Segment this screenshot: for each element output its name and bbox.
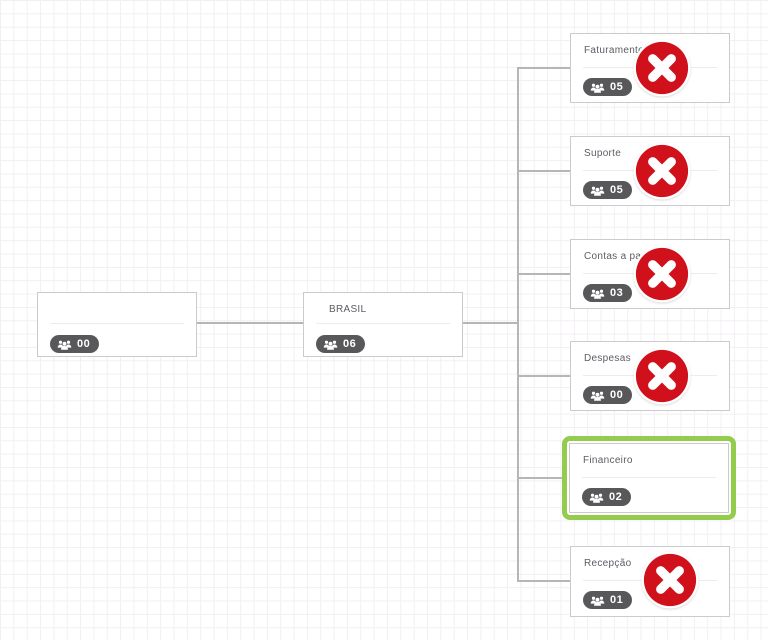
- node-title: Despesas: [584, 353, 631, 364]
- members-count-badge: 01: [583, 591, 633, 609]
- members-count: 06: [343, 337, 357, 350]
- connector-edge: [197, 322, 303, 324]
- members-count-badge: 02: [582, 488, 632, 506]
- circle-x-icon: [633, 142, 691, 200]
- org-node-recepcao[interactable]: Recepção 01: [570, 546, 730, 617]
- members-count: 00: [77, 337, 91, 350]
- connector-edge: [519, 375, 570, 377]
- selected-node-highlight: Financeiro 02: [562, 436, 736, 520]
- members-count-badge: 03: [583, 284, 633, 302]
- users-icon: [590, 82, 605, 93]
- members-count-badge: 00: [50, 335, 100, 353]
- org-node-root[interactable]: 00: [37, 292, 197, 357]
- circle-x-icon: [641, 551, 699, 609]
- node-title: BRASIL: [329, 304, 367, 315]
- org-node-suporte[interactable]: Suporte 05: [570, 136, 730, 206]
- users-icon: [590, 390, 605, 401]
- node-title: Contas a pagar: [584, 251, 657, 262]
- members-count: 03: [610, 286, 624, 299]
- members-count-badge: 00: [583, 386, 633, 404]
- users-icon: [590, 185, 605, 196]
- org-node-faturamento[interactable]: Faturamento 05: [570, 33, 730, 103]
- node-title: Suporte: [584, 148, 622, 159]
- connector-edge: [519, 67, 570, 69]
- node-divider: [582, 477, 716, 478]
- org-node-financeiro[interactable]: Financeiro 02: [569, 443, 729, 513]
- members-count: 02: [609, 490, 623, 503]
- circle-x-icon: [633, 245, 691, 303]
- delete-node-button[interactable]: [633, 347, 691, 405]
- org-node-brasil[interactable]: BRASIL 06: [303, 292, 463, 357]
- node-divider: [316, 323, 450, 324]
- node-divider: [50, 323, 184, 324]
- connector-edge: [519, 170, 570, 172]
- members-count: 05: [610, 183, 624, 196]
- delete-node-button[interactable]: [633, 39, 691, 97]
- delete-node-button[interactable]: [641, 551, 699, 609]
- connector-edge: [519, 273, 570, 275]
- members-count: 00: [610, 388, 624, 401]
- members-count-badge: 05: [583, 181, 633, 199]
- node-title: Faturamento: [584, 45, 644, 56]
- users-icon: [57, 339, 72, 350]
- connector-edge: [519, 580, 570, 582]
- delete-node-button[interactable]: [633, 142, 691, 200]
- members-count: 05: [610, 80, 624, 93]
- members-count-badge: 06: [316, 335, 366, 353]
- members-count: 01: [610, 593, 624, 606]
- delete-node-button[interactable]: [633, 245, 691, 303]
- users-icon: [590, 288, 605, 299]
- connector-edge: [519, 477, 562, 479]
- node-title: Recepção: [584, 558, 632, 569]
- org-node-despesas[interactable]: Despesas 00: [570, 341, 730, 411]
- users-icon: [323, 339, 338, 350]
- circle-x-icon: [633, 347, 691, 405]
- users-icon: [589, 492, 604, 503]
- connector-trunk: [517, 67, 519, 582]
- org-node-contas-a-pagar[interactable]: Contas a pagar 03: [570, 239, 730, 309]
- connector-edge: [463, 322, 519, 324]
- circle-x-icon: [633, 39, 691, 97]
- members-count-badge: 05: [583, 78, 633, 96]
- node-title: Financeiro: [583, 455, 633, 466]
- users-icon: [590, 595, 605, 606]
